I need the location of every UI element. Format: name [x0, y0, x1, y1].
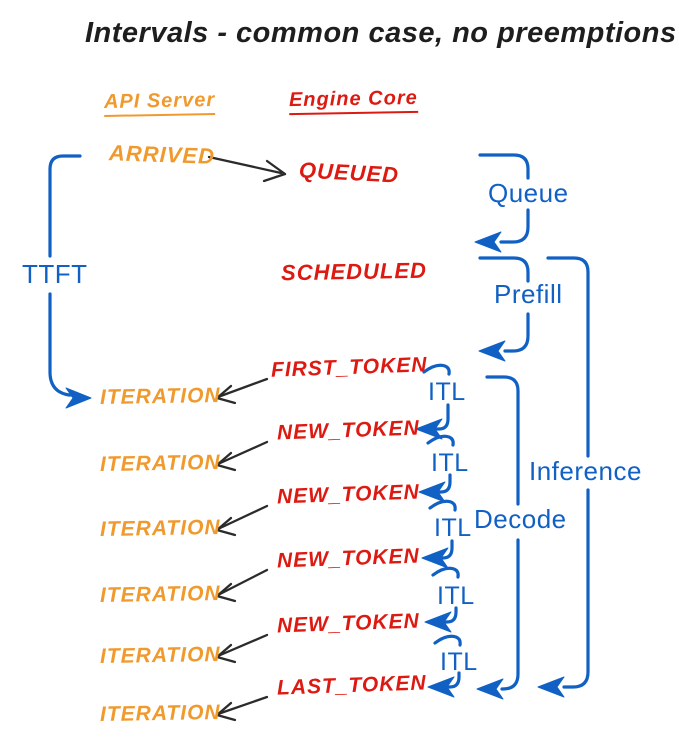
itl-tick-2 [418, 434, 455, 503]
engine-core-header: Engine Core [289, 87, 419, 116]
inference-bracket [537, 256, 590, 698]
arrow-new-token-4-to-iteration [215, 633, 269, 664]
itl-tick-5 [427, 634, 462, 698]
arrow-last-token-to-iteration [215, 695, 269, 722]
decode-bracket [476, 375, 520, 700]
prefill-bracket [478, 256, 530, 362]
itl-tick-3 [421, 499, 457, 569]
itl-label-3: ITL [434, 514, 472, 542]
itl-label-2: ITL [431, 449, 469, 477]
iteration-label-5: ITERATION [99, 642, 221, 669]
arrow-new-token-1-to-iteration [215, 440, 269, 472]
itl-tick-1 [415, 363, 451, 440]
iteration-label-6: ITERATION [99, 700, 221, 727]
iteration-label-2: ITERATION [99, 450, 221, 477]
interval-ttft-label: TTFT [22, 259, 88, 289]
inference-arrowhead-icon [537, 676, 565, 698]
itl-tick-4 [424, 566, 460, 633]
itl-label-5: ITL [440, 648, 478, 676]
interval-inference-label: Inference [529, 456, 642, 486]
queue-bracket [474, 153, 530, 253]
queue-arrowhead-icon [474, 231, 502, 253]
arrow-arrived-to-queued [207, 155, 287, 183]
api-server-header: API Server [104, 89, 216, 117]
ttft-arrowhead-icon [65, 387, 92, 409]
interval-prefill-label: Prefill [494, 279, 563, 309]
diagram-title: Intervals - common case, no preemptions [85, 17, 677, 49]
event-queued: QUEUED [298, 157, 400, 188]
event-scheduled: SCHEDULED [280, 257, 428, 286]
itl-label-1: ITL [428, 378, 466, 406]
ttft-bracket [48, 154, 92, 409]
itl-arrowhead-1-icon [415, 418, 443, 440]
arrow-new-token-3-to-iteration [215, 568, 269, 603]
event-arrived: ARRIVED [108, 140, 216, 169]
interval-decode-label: Decode [474, 504, 567, 534]
iteration-label-3: ITERATION [99, 515, 221, 542]
iteration-label-4: ITERATION [99, 581, 221, 608]
prefill-arrowhead-icon [478, 340, 506, 362]
itl-arrowhead-2-icon [418, 481, 446, 503]
arrow-first-token-to-iteration [215, 377, 269, 405]
arrow-new-token-2-to-iteration [215, 504, 269, 537]
itl-arrowhead-5-icon [427, 676, 455, 698]
itl-arrowhead-4-icon [424, 611, 452, 633]
interval-queue-label: Queue [488, 178, 569, 208]
iteration-label-1: ITERATION [99, 383, 221, 410]
itl-label-4: ITL [437, 582, 475, 610]
itl-arrowhead-3-icon [421, 547, 449, 569]
decode-arrowhead-icon [476, 678, 504, 700]
